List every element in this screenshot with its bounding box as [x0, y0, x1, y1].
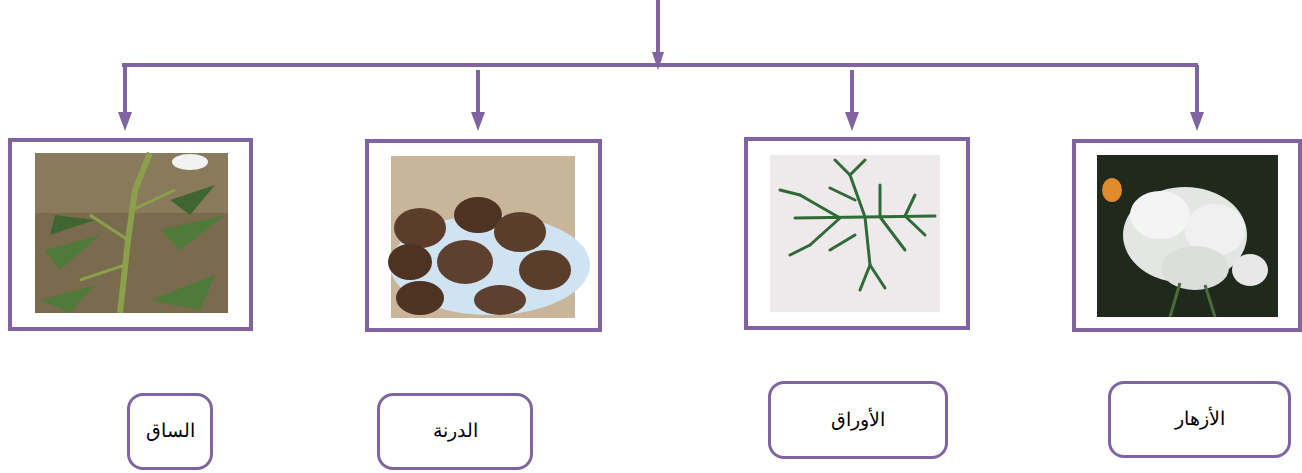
label-box: الدرنة	[377, 393, 533, 470]
branch-arrows	[118, 0, 1204, 131]
stem-photo	[10, 140, 251, 329]
label-box: الأزهار	[1108, 381, 1291, 458]
label-box: الساق	[127, 393, 213, 470]
part-name: الأزهار	[1175, 408, 1225, 431]
tuber-photo	[367, 141, 600, 330]
part-name: الأوراق	[831, 409, 885, 432]
part-name: الساق	[146, 420, 195, 443]
label-box: الأوراق	[768, 381, 948, 459]
leaf-photo	[746, 139, 968, 328]
part-name: الدرنة	[433, 420, 478, 443]
flower-photo	[1074, 141, 1300, 330]
